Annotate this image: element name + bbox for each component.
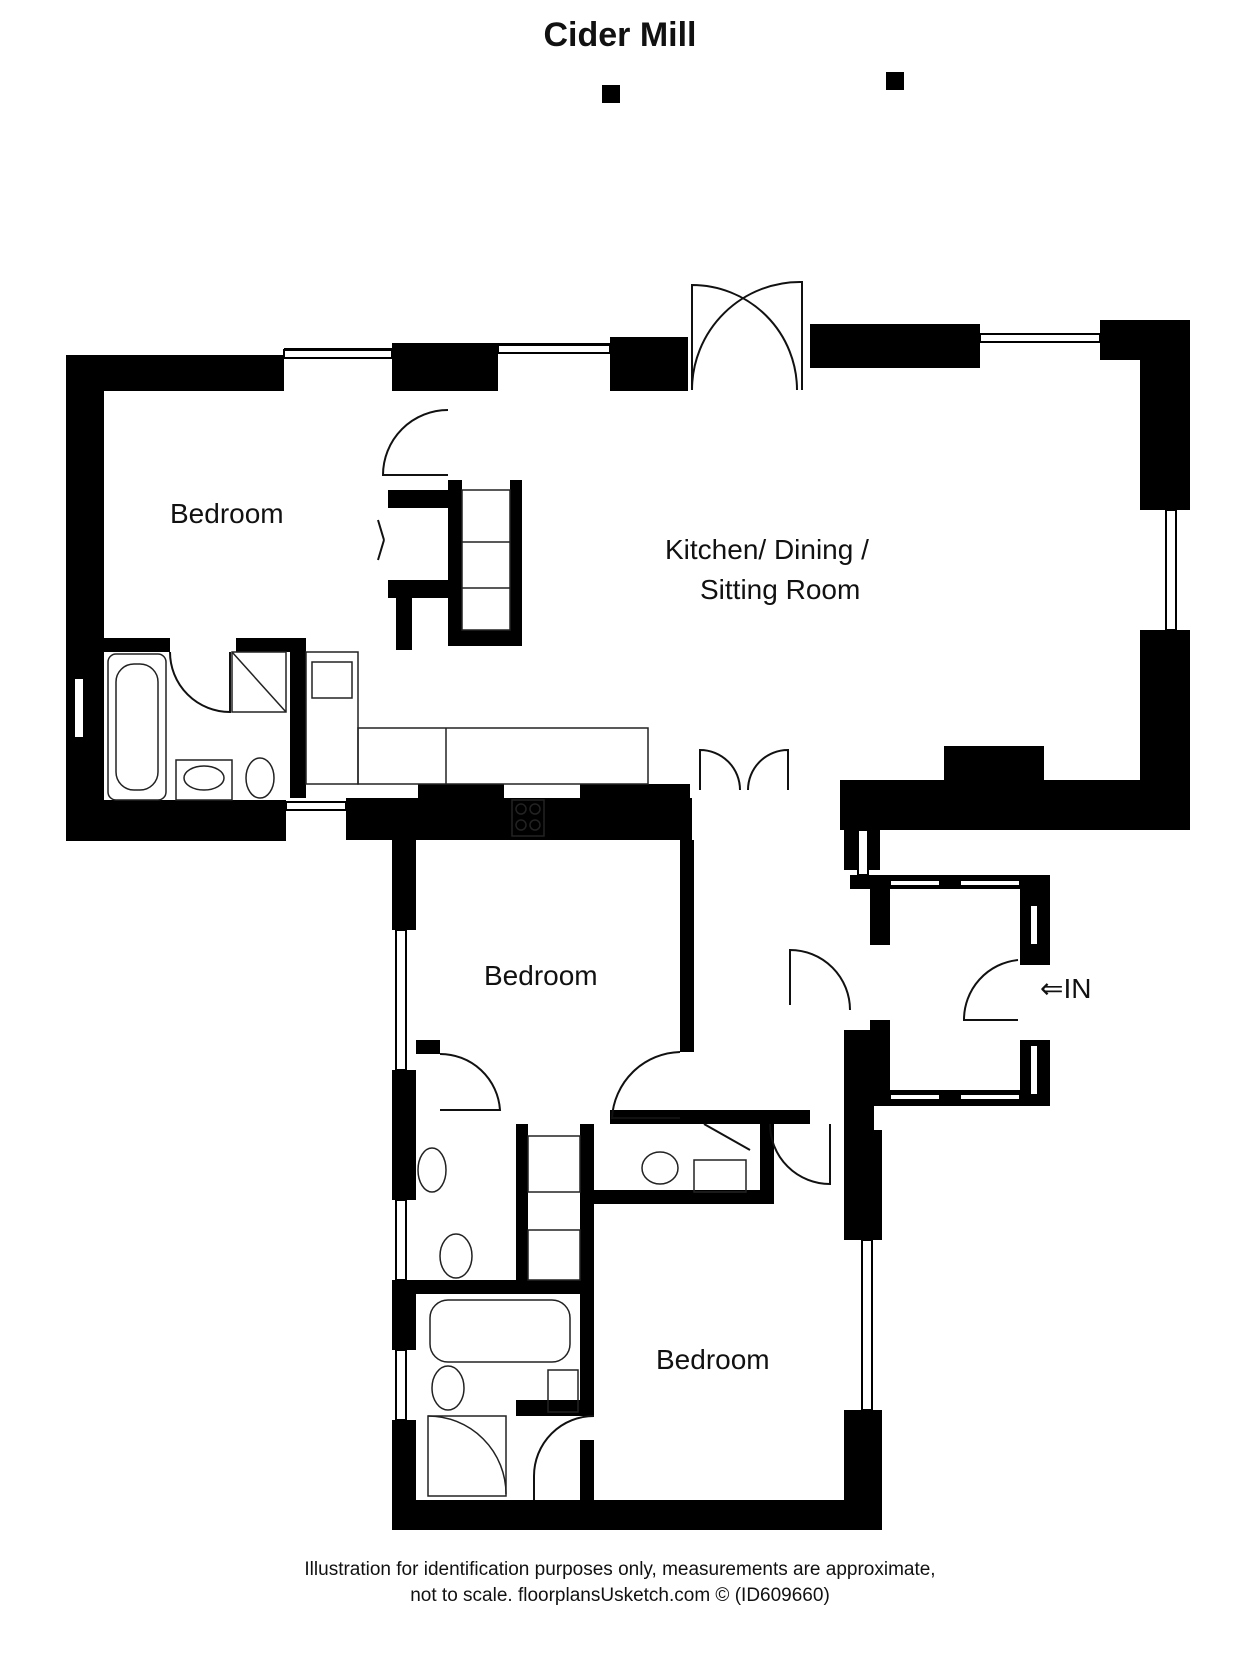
plan-title: Cider Mill [543, 16, 697, 54]
doors [169, 280, 1019, 1500]
room-label-kitchen-line2: Sitting Room [700, 574, 861, 605]
fixtures [107, 489, 747, 1497]
room-label-bedroom-2: Bedroom [484, 960, 598, 991]
footer-line-1: Illustration for identification purposes… [304, 1559, 936, 1580]
footer-disclaimer: Illustration for identification purposes… [0, 1557, 1240, 1609]
room-label-kitchen-line1: Kitchen/ Dining / [665, 534, 869, 565]
windows [73, 333, 1177, 1421]
entrance-label: ⇐IN [1040, 973, 1092, 1004]
room-label-bedroom-3: Bedroom [656, 1344, 770, 1375]
marker-square [602, 85, 620, 103]
footer-line-2: not to scale. floorplansUsketch.com © (I… [410, 1585, 830, 1606]
entrance-arrow-icon: ⇐ [1040, 973, 1064, 1004]
room-label-bedroom-1: Bedroom [170, 498, 284, 529]
marker-square [886, 72, 904, 90]
